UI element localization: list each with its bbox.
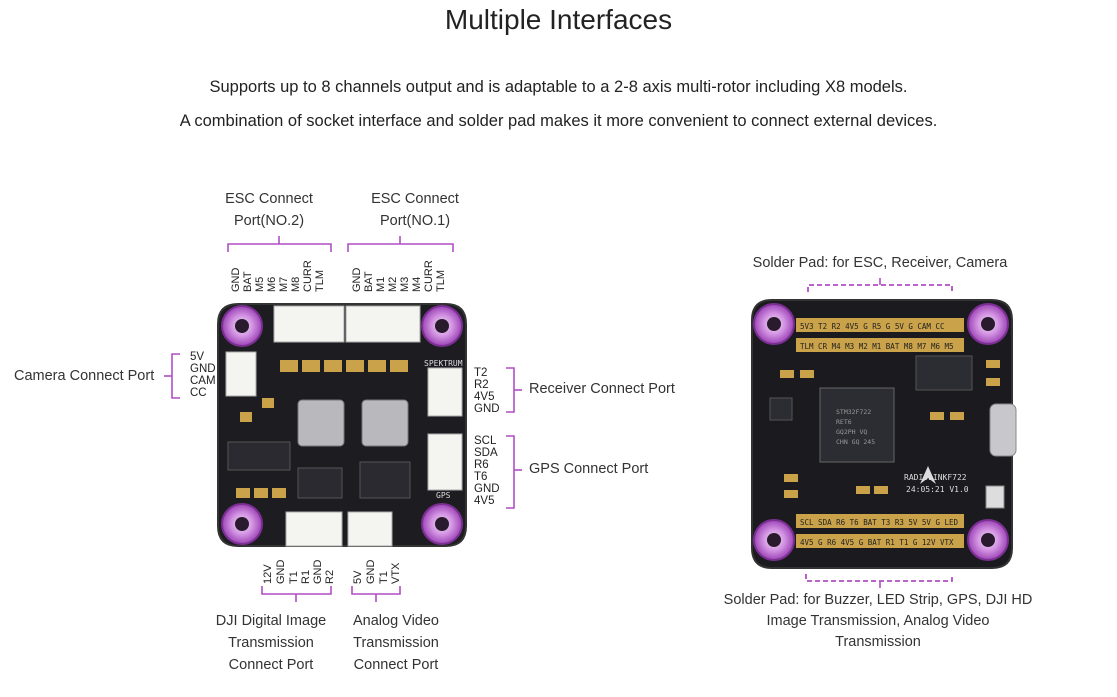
camera-pin-3: CAM [190,375,216,387]
mcu-line-4: CHN GQ 245 [836,438,875,446]
esc1-pin-7: CURR [423,260,435,292]
esc2-pin-2: BAT [242,271,254,292]
gps-pin-6: 4V5 [474,495,495,507]
esc1-pin-1: GND [351,267,363,292]
camera-pin-4: CC [190,387,207,399]
right-bottom-solder-label-line2: Image Transmission, Analog Video [766,613,990,629]
callout-brackets-right [805,284,953,582]
right-flight-controller-board: 5V3 T2 R2 4V5 G R5 G 5V G CAM CC TLM CR … [751,299,1017,569]
silk-top-row-b: TLM CR M4 M3 M2 M1 BAT M8 M7 M6 M5 [800,342,954,351]
esc1-pin-4: M2 [387,276,399,292]
dji-pin-6: R2 [324,569,336,584]
gps-pin-5: GND [474,483,500,495]
receiver-pin-1: T2 [474,367,488,379]
esc2-label-line2: Port(NO.2) [233,213,305,229]
esc1-pin-8: TLM [435,270,447,292]
esc1-pin-6: M4 [411,276,423,292]
esc2-pin-4: M6 [266,276,278,292]
usb-c-port [989,403,1017,457]
gps-pin-1: SCL [474,435,497,447]
silk-bot-row-a: SCL SDA R6 T6 BAT T3 R3 5V 5V G LED [800,518,959,527]
analog-pin-2: GND [365,559,377,584]
camera-pin-list: 5V GND CAM CC [190,351,216,399]
esc2-pin-6: M8 [290,276,302,292]
esc2-pin-1: GND [230,267,242,292]
dji-pin-3: T1 [288,571,300,584]
subtitle-line-1: Supports up to 8 channels output and is … [209,78,908,96]
camera-port-label: Camera Connect Port [14,368,155,384]
analog-label-line1: Analog Video [352,613,439,629]
analog-label-line3: Connect Port [353,657,439,673]
dji-pin-2: GND [275,559,287,584]
page-title: Multiple Interfaces [444,4,673,35]
esc1-label-line1: ESC Connect [371,191,459,207]
subtitle-line-2: A combination of socket interface and so… [179,112,938,130]
callout-brackets-left [164,236,522,602]
mcu-line-2: RET6 [836,418,852,426]
esc1-label-line2: Port(NO.1) [379,213,451,229]
camera-pin-2: GND [190,363,216,375]
analog-pin-3: T1 [378,571,390,584]
dji-pin-1: 12V [262,564,274,584]
camera-pin-1: 5V [190,351,205,363]
receiver-pin-list: T2 R2 4V5 GND [474,367,500,415]
silk-top-row-a: 5V3 T2 R2 4V5 G R5 G 5V G CAM CC [800,322,945,331]
right-bottom-solder-label-line1: Solder Pad: for Buzzer, LED Strip, GPS, … [723,592,1033,608]
gps-pin-2: SDA [474,447,498,459]
silk-model: RADIOLINKF722 [904,473,967,482]
right-top-solder-label: Solder Pad: for ESC, Receiver, Camera [752,255,1008,271]
gps-pin-3: R6 [474,459,489,471]
gps-pin-list: SCL SDA R6 T6 GND 4V5 [474,435,500,507]
dji-pin-5: GND [312,559,324,584]
receiver-pin-3: 4V5 [474,391,495,403]
dji-label-line2: Transmission [228,635,314,651]
receiver-port-label: Receiver Connect Port [529,381,675,397]
esc2-label-line1: ESC Connect [225,191,313,207]
left-flight-controller-board: SPEKTRUM GPS [217,303,467,547]
analog-label-line2: Transmission [353,635,439,651]
esc2-pin-3: M5 [254,276,266,292]
esc1-pin-5: M3 [399,276,411,292]
receiver-pin-2: R2 [474,379,489,391]
esc2-pin-7: CURR [302,260,314,292]
esc2-pin-8: TLM [314,270,326,292]
right-bottom-solder-label-line3: Transmission [835,634,921,650]
mcu-line-3: GQ2PH VQ [836,428,867,436]
boot-button [985,485,1005,509]
gps-port-label: GPS Connect Port [529,461,649,477]
silk-bot-row-b: 4V5 G R6 4V5 G BAT R1 T1 G 12V VTX [800,538,954,547]
analog-pin-1: 5V [352,570,364,584]
mcu-line-1: STM32F722 [836,408,871,416]
gps-pin-4: T6 [474,471,488,483]
silk-spektrum: SPEKTRUM [424,359,463,368]
dji-pin-4: R1 [300,569,312,584]
analog-pin-4: VTX [390,562,402,584]
esc2-pin-5: M7 [278,276,290,292]
dji-label-line1: DJI Digital Image [215,613,327,629]
silk-gps: GPS [436,491,451,500]
receiver-pin-4: GND [474,403,500,415]
esc1-pin-3: M1 [375,276,387,292]
dji-label-line3: Connect Port [228,657,314,673]
esc1-pin-2: BAT [363,271,375,292]
silk-version: 24:05:21 V1.0 [906,485,969,494]
